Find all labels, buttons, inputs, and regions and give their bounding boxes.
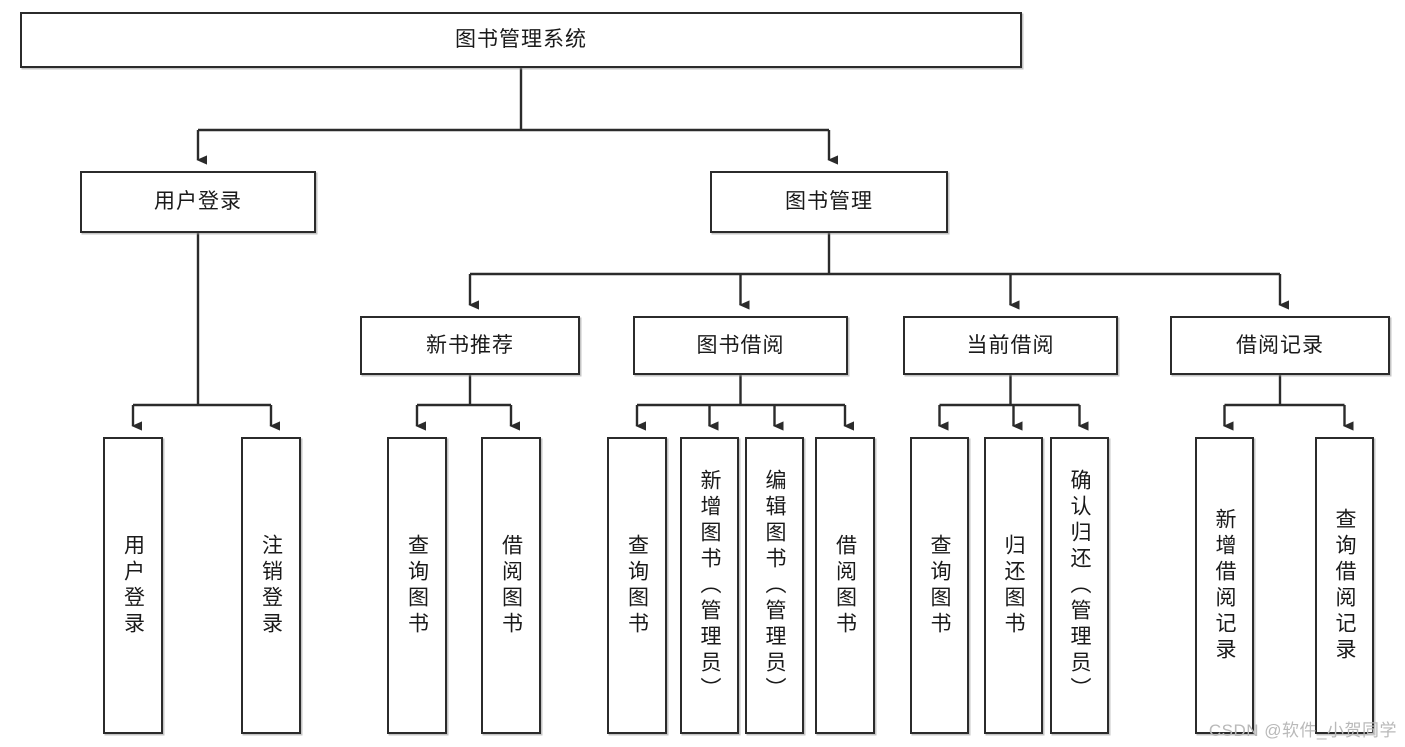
node-label: 确认归还（管理员） (1068, 468, 1092, 703)
node-label: 借阅记录 (1236, 333, 1324, 357)
node-label: 查询图书 (405, 533, 429, 638)
node-label: 归还图书 (1002, 533, 1026, 638)
node-leaf8[interactable]: 借阅图书 (815, 437, 875, 734)
node-records[interactable]: 借阅记录 (1170, 316, 1390, 375)
node-newbook[interactable]: 新书推荐 (360, 316, 580, 375)
node-label: 借阅图书 (833, 533, 857, 638)
node-label: 图书管理系统 (455, 28, 587, 52)
csdn-watermark: CSDN @软件_小贺同学 (1208, 721, 1397, 740)
node-leaf1[interactable]: 用户登录 (103, 437, 163, 734)
node-label: 新增图书（管理员） (698, 468, 722, 703)
node-borrow[interactable]: 图书借阅 (633, 316, 848, 375)
node-leaf10[interactable]: 归还图书 (984, 437, 1043, 734)
node-leaf6[interactable]: 新增图书（管理员） (680, 437, 739, 734)
node-current[interactable]: 当前借阅 (903, 316, 1118, 375)
node-label: 查询图书 (625, 533, 649, 638)
node-leaf7[interactable]: 编辑图书（管理员） (745, 437, 804, 734)
node-leaf2[interactable]: 注销登录 (241, 437, 301, 734)
node-label: 用户登录 (121, 533, 145, 638)
node-label: 查询借阅记录 (1333, 507, 1357, 664)
node-label: 编辑图书（管理员） (763, 468, 787, 703)
node-label: 图书借阅 (696, 333, 785, 357)
node-label: 查询图书 (928, 533, 952, 638)
node-label: 注销登录 (259, 533, 283, 638)
node-leaf13[interactable]: 查询借阅记录 (1315, 437, 1374, 734)
node-label: 新书推荐 (426, 333, 514, 357)
node-login[interactable]: 用户登录 (80, 171, 316, 233)
node-leaf11[interactable]: 确认归还（管理员） (1050, 437, 1109, 734)
node-bookmgmt[interactable]: 图书管理 (710, 171, 948, 233)
node-label: 新增借阅记录 (1213, 507, 1237, 664)
node-label: 借阅图书 (499, 533, 523, 638)
node-label: 用户登录 (154, 190, 242, 214)
node-leaf3[interactable]: 查询图书 (387, 437, 447, 734)
node-leaf4[interactable]: 借阅图书 (481, 437, 541, 734)
node-leaf12[interactable]: 新增借阅记录 (1195, 437, 1254, 734)
node-label: 图书管理 (785, 190, 873, 214)
node-leaf5[interactable]: 查询图书 (607, 437, 667, 734)
node-leaf9[interactable]: 查询图书 (910, 437, 969, 734)
node-label: 当前借阅 (966, 333, 1055, 357)
node-root[interactable]: 图书管理系统 (20, 12, 1022, 68)
